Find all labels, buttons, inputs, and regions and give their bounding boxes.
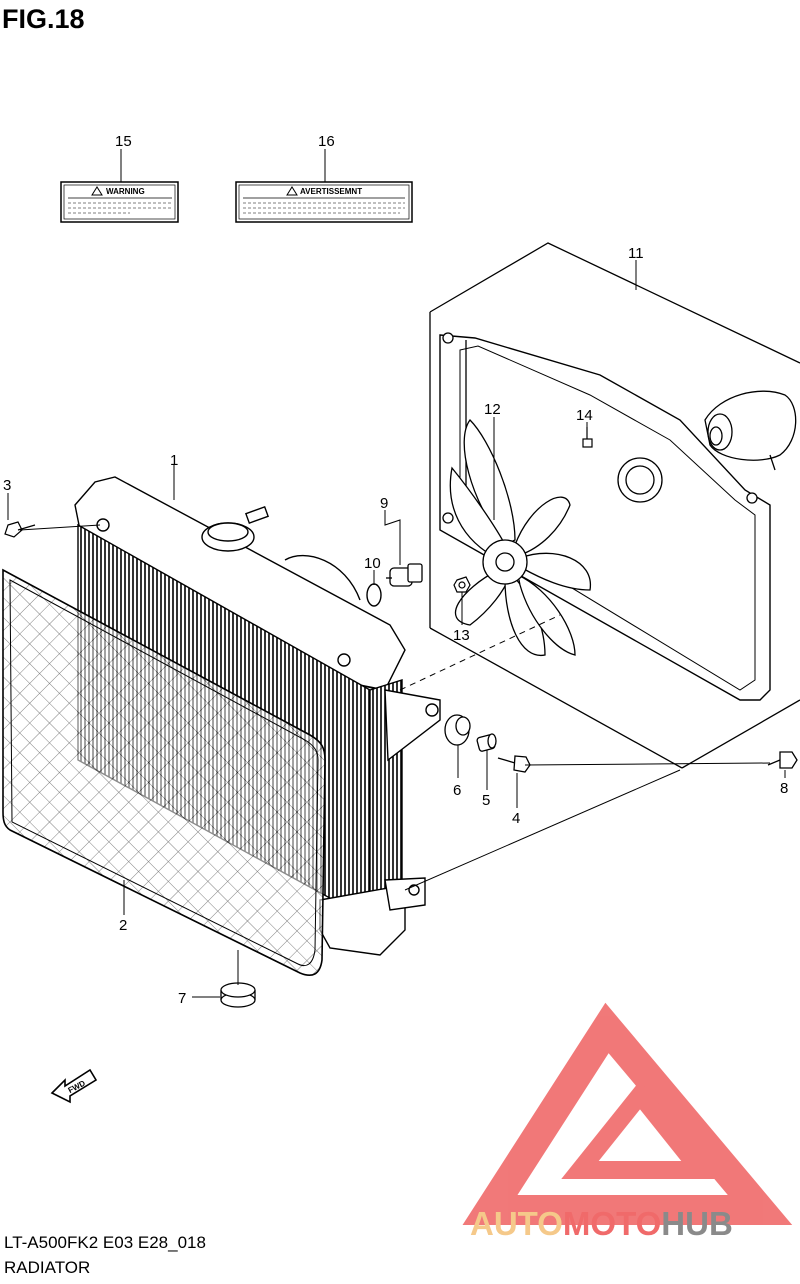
callout-12: 12 [484, 401, 501, 418]
callout-9: 9 [380, 495, 388, 512]
model-code: LT-A500FK2 E03 E28_018 [4, 1233, 206, 1252]
avertissement-label-16: AVERTISSEMNT [235, 181, 413, 223]
callout-1: 1 [170, 452, 178, 469]
collar-5 [476, 733, 497, 752]
fan-shroud-assembly-11 [429, 242, 800, 769]
warning-label-text: WARNING [106, 187, 145, 196]
callout-15: 15 [115, 133, 132, 150]
bolt-8 [767, 751, 798, 769]
fwd-arrow-icon: FWD [50, 1068, 98, 1104]
fan-switch-9 [386, 563, 423, 587]
bolt-3 [4, 521, 36, 538]
watermark-logo-icon [462, 1002, 793, 1225]
watermark-moto: MOTO [563, 1205, 661, 1242]
callout-numbers: 15 16 11 12 14 1 3 9 10 13 6 5 4 8 2 7 [3, 133, 788, 1007]
callout-14: 14 [576, 407, 593, 424]
callout-8: 8 [780, 780, 788, 797]
leader-lines [7, 149, 786, 998]
cushion-7 [220, 982, 256, 1008]
avertissement-label-text: AVERTISSEMNT [300, 187, 362, 196]
logo-inner-shape [561, 1080, 719, 1179]
radiator-screen-2 [2, 568, 326, 976]
section-name: RADIATOR [4, 1258, 91, 1277]
fan-blade-12 [449, 419, 591, 656]
callout-5: 5 [482, 792, 490, 809]
o-ring-10 [366, 583, 382, 607]
callout-7: 7 [178, 990, 186, 1007]
screw-14 [582, 427, 593, 448]
callout-11: 11 [628, 245, 644, 262]
nut-13 [453, 576, 471, 593]
grommet-6 [444, 714, 471, 746]
callout-6: 6 [453, 782, 461, 799]
watermark-text: AUTOMOTOHUB [470, 1205, 733, 1242]
warning-label-15: WARNING [60, 181, 179, 223]
callout-16: 16 [318, 133, 335, 150]
callout-3: 3 [3, 477, 11, 494]
watermark-auto: AUTO [470, 1205, 563, 1242]
callout-10: 10 [364, 555, 381, 572]
callout-4: 4 [512, 810, 520, 827]
bolt-4 [497, 755, 531, 773]
watermark-hub: HUB [661, 1205, 733, 1242]
callout-2: 2 [119, 917, 127, 934]
callout-13: 13 [453, 627, 470, 644]
logo-triangle-shape [462, 1002, 793, 1225]
figure-title: FIG.18 [2, 4, 85, 34]
